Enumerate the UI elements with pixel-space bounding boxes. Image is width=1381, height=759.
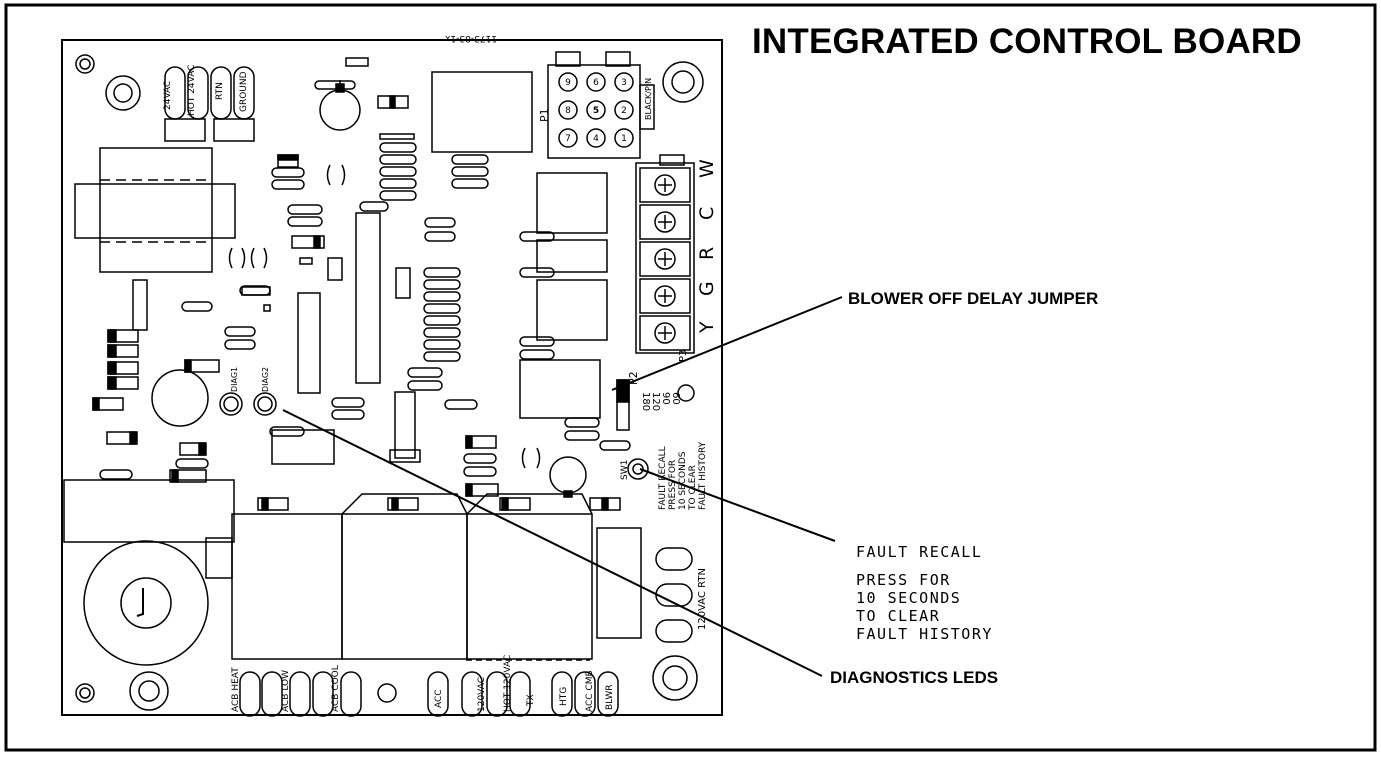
label-p3: P3 — [678, 350, 689, 362]
transformer — [99, 147, 213, 273]
jumper-p2-shunt — [616, 379, 630, 403]
potentiometer — [83, 540, 209, 666]
label-part-number: 1173-83-1x — [444, 33, 497, 43]
label-rtn: RTN — [215, 82, 225, 100]
leader-line-fault — [639, 468, 836, 542]
pin-9: 9 — [565, 78, 571, 88]
mount-hole-large-bottom — [129, 671, 169, 711]
terminal-letter-c: C — [696, 207, 718, 220]
board-fault-line-5: FAULT HISTORY — [698, 441, 708, 510]
relay-cool — [466, 513, 593, 660]
pin-1: 1 — [621, 134, 627, 144]
bottom-spade-terminals — [239, 671, 619, 717]
capacitor-large — [151, 369, 209, 427]
bottom-label-acb-cool: ACB COOL — [331, 665, 341, 712]
diodes — [92, 95, 621, 511]
label-120vac-rtn: 120VAC RTN — [697, 568, 708, 630]
delay-value-90: 90 — [660, 392, 671, 405]
pin-5: 5 — [593, 106, 599, 116]
terminal-letter-g: G — [696, 281, 718, 296]
pin-8: 8 — [565, 106, 571, 116]
bottom-label-tx: TX — [526, 694, 536, 707]
pin-7: 7 — [565, 134, 571, 144]
bottom-label-acc: ACC — [434, 689, 444, 708]
mount-hole-top-right — [662, 61, 704, 103]
label-hot-24vac: HOT 24VAC — [187, 64, 197, 116]
ic-chip-2 — [297, 292, 321, 394]
bottom-label-htg: HTG — [559, 687, 569, 706]
bottom-label-120vac: 120VAC — [477, 677, 487, 712]
mount-hole-bottom-middle — [377, 683, 397, 703]
relay-top — [431, 71, 533, 153]
relay-2 — [536, 239, 608, 273]
mount-hole-p2 — [677, 384, 695, 402]
leader-line-diagnostics — [282, 409, 823, 677]
label-ground: GROUND — [239, 71, 249, 112]
resistor-stack-4 — [287, 204, 323, 227]
terminal-120vac-3 — [655, 619, 693, 643]
mount-hole-top-left — [75, 54, 95, 74]
connector-p1-pins — [558, 72, 634, 148]
label-p1: P1 — [538, 108, 551, 122]
delay-value-120: 120 — [650, 392, 661, 411]
pin-6: 6 — [593, 78, 599, 88]
pin-2: 2 — [621, 106, 627, 116]
pin-3: 3 — [621, 78, 627, 88]
callout-blower-off-delay: BLOWER OFF DELAY JUMPER — [848, 289, 1099, 308]
fault-note-line-5: FAULT HISTORY — [856, 625, 993, 643]
relay-1 — [536, 172, 608, 234]
diagram-title: INTEGRATED CONTROL BOARD — [752, 22, 1302, 61]
bottom-label-blwr: BLWR — [605, 684, 615, 710]
fault-note-line-2: PRESS FOR — [856, 571, 951, 589]
fault-note-title: FAULT RECALL — [856, 543, 983, 561]
resistor-stack-3 — [271, 167, 305, 190]
bottom-label-acc-cmb: ACC CMB — [585, 670, 595, 712]
terminal-strip — [635, 162, 695, 354]
mount-hole-bottom-right — [652, 655, 698, 701]
pin-4: 4 — [593, 134, 599, 144]
terminal-letter-r: R — [696, 247, 718, 260]
bottom-label-hot-120vac: HOT 120VAC — [503, 655, 513, 712]
terminal-letter-w: W — [696, 159, 718, 178]
bottom-label-acb-low: ACB LOW — [281, 670, 291, 712]
fault-note-line-4: TO CLEAR — [856, 607, 941, 625]
terminal-letter-y: Y — [696, 321, 718, 334]
label-black-pin: BLACK/PIN — [644, 78, 653, 120]
delay-value-180: 180 — [640, 392, 651, 411]
label-diag2: DIAG2 — [261, 367, 270, 392]
board-fault-line-3: 10 SECONDS — [678, 451, 688, 510]
resistor-stack-1 — [379, 142, 417, 201]
terminal-120vac-1 — [655, 547, 693, 571]
label-24vac: 24VAC — [163, 81, 173, 110]
led-diag2 — [253, 392, 277, 416]
label-sw1: SW1 — [620, 460, 630, 480]
led-diag1 — [219, 392, 243, 416]
callout-diagnostics-leds: DIAGNOSTICS LEDS — [830, 668, 999, 687]
mount-hole-large-top — [105, 75, 141, 111]
outer-frame — [4, 3, 1377, 752]
leader-line-blower — [611, 296, 843, 391]
ic-chip-1 — [355, 212, 381, 384]
relay-3 — [536, 279, 608, 341]
switch-sw1[interactable] — [627, 458, 649, 480]
board-fault-line-2: PRESS FOR — [668, 460, 678, 510]
fault-note-line-3: 10 SECONDS — [856, 589, 962, 607]
label-diag1: DIAG1 — [230, 367, 239, 392]
relay-4 — [519, 359, 601, 419]
capacitor-small — [549, 456, 587, 494]
resistor-stack-2 — [451, 154, 489, 189]
bottom-label-acb-heat: ACB HEAT — [231, 667, 241, 712]
mount-hole-bottom-left — [75, 683, 95, 703]
resistor-stack-5 — [423, 267, 461, 362]
terminal-screws — [639, 167, 691, 351]
delay-value-60: 60 — [670, 392, 681, 405]
